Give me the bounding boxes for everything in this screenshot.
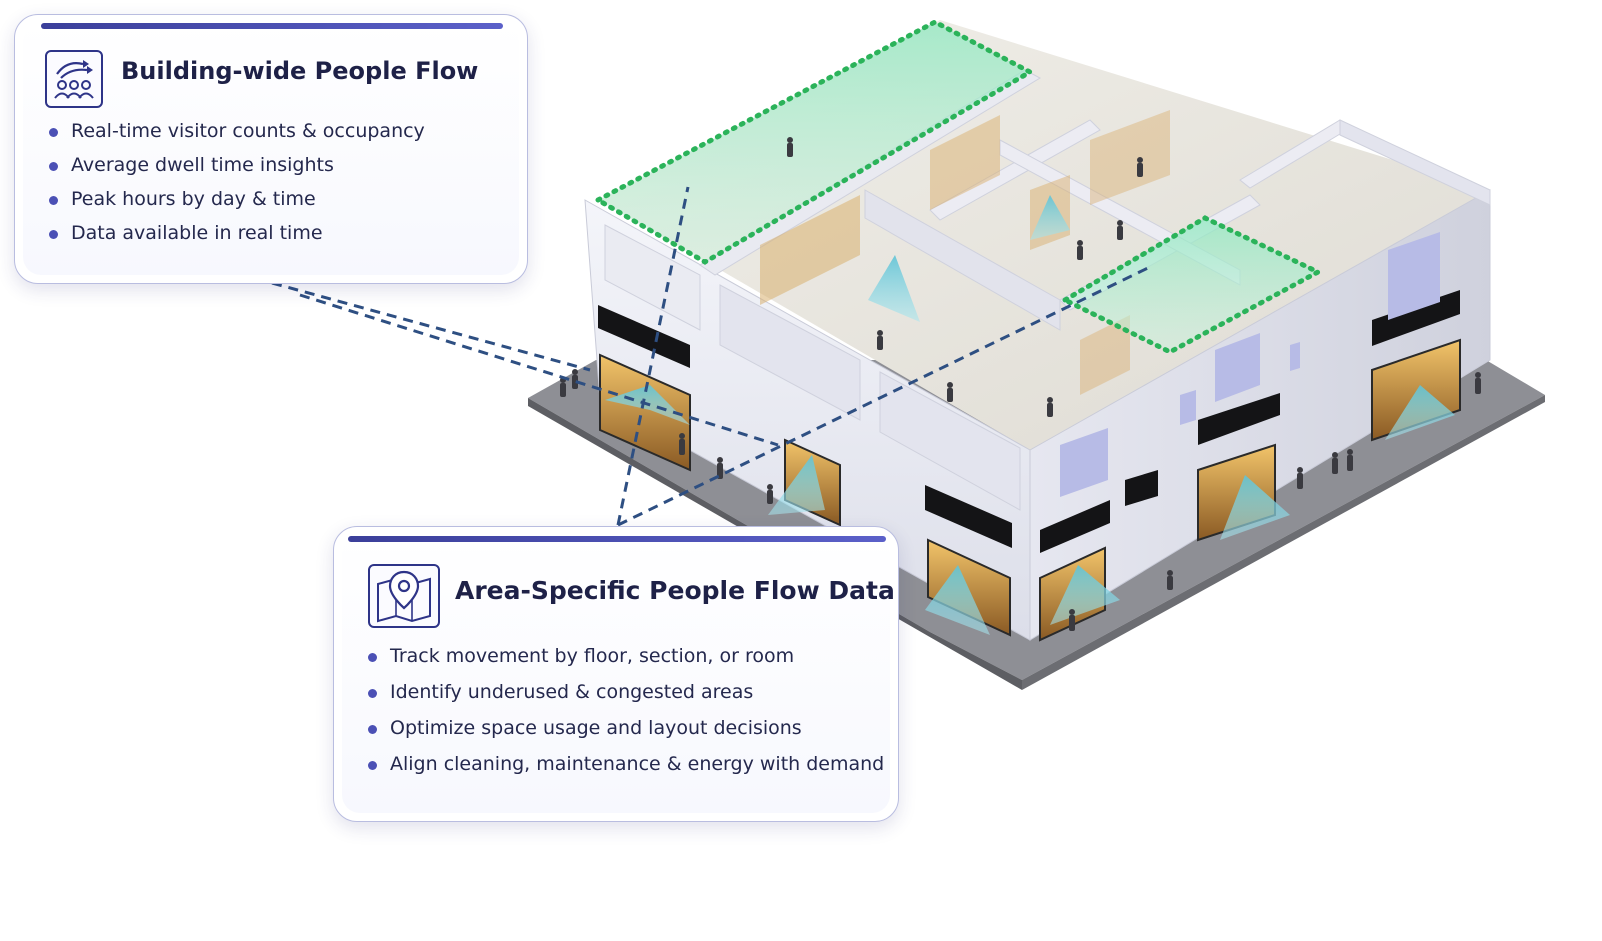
- sign-bar: [1372, 290, 1460, 346]
- shopfront: [927, 538, 1011, 637]
- connector-lines: [271, 186, 1153, 527]
- sign-bar: [598, 305, 690, 368]
- card-accent-bar: [41, 23, 503, 29]
- list-item: Peak hours by day & time: [49, 188, 425, 222]
- list-item: Real-time visitor counts & occupancy: [49, 120, 425, 154]
- list-item: Identify underused & congested areas: [368, 681, 884, 717]
- list-item: Data available in real time: [49, 222, 425, 256]
- sensor-cone: [925, 565, 990, 635]
- map-pin-icon: [368, 564, 440, 628]
- sign-bar: [1198, 393, 1280, 445]
- sign-bar: [1125, 470, 1158, 506]
- list-item: Track movement by floor, section, or roo…: [368, 645, 884, 681]
- building-wide-card: Building-wide People Flow Real-time visi…: [14, 14, 528, 284]
- sign-bar: [1040, 500, 1110, 553]
- highlight-zone-right: [1065, 218, 1318, 352]
- sensor-cone: [868, 255, 920, 322]
- sensor-cone: [1050, 565, 1120, 625]
- card-title: Area-Specific People Flow Data: [455, 576, 895, 605]
- feature-list: Real-time visitor counts & occupancy Ave…: [49, 120, 425, 256]
- sensor-cone: [1220, 475, 1290, 540]
- sensor-cone: [1385, 385, 1455, 440]
- highlight-zone-top: [598, 22, 1030, 262]
- sensor-cone: [768, 455, 825, 515]
- people-figures: [560, 137, 1481, 631]
- card-title: Building-wide People Flow: [121, 57, 479, 85]
- feature-list: Track movement by floor, section, or roo…: [368, 645, 884, 789]
- list-item: Average dwell time insights: [49, 154, 425, 188]
- card-accent-bar: [348, 536, 886, 542]
- people-flow-icon: [45, 50, 103, 108]
- shopfront: [599, 353, 691, 472]
- list-item: Optimize space usage and layout decision…: [368, 717, 884, 753]
- sensor-cone: [1030, 195, 1070, 240]
- list-item: Align cleaning, maintenance & energy wit…: [368, 753, 884, 789]
- area-specific-card: Area-Specific People Flow Data Track mov…: [333, 526, 899, 822]
- sign-bar: [925, 485, 1012, 548]
